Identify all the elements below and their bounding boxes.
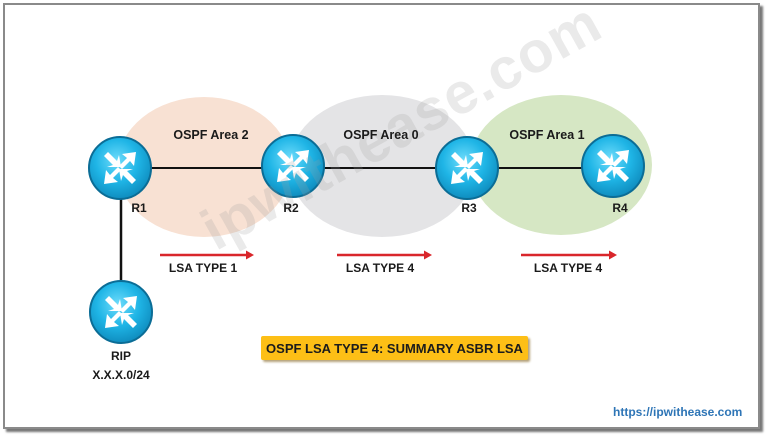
router-label-r3: R3 [461,201,477,215]
area-0-ellipse [289,95,475,237]
lsa-arrow-1-icon [160,250,254,260]
router-icon-r3 [435,136,499,200]
lsa-label-3: LSA TYPE 4 [533,261,603,275]
router-icon-r2 [261,134,325,198]
router-icon-r1 [88,136,152,200]
lsa-label-2: LSA TYPE 4 [345,261,415,275]
title-banner: OSPF LSA TYPE 4: SUMMARY ASBR LSA [261,336,528,360]
router-label-r1: R1 [131,201,147,215]
lsa-label-1: LSA TYPE 1 [168,261,238,275]
router-label-r4: R4 [612,201,628,215]
source-url-link[interactable]: https://ipwithease.com [613,405,743,419]
router-label-rip: RIP [110,349,132,363]
lsa-arrow-2-icon [337,250,432,260]
router-icon-rip [89,280,153,344]
router-label-r2: R2 [283,201,299,215]
router-icon-r4 [581,134,645,198]
area-1-ellipse [470,95,652,235]
lsa-arrow-3-icon [521,250,617,260]
area-0-label: OSPF Area 0 [343,128,419,142]
area-2-label: OSPF Area 2 [173,128,249,142]
rip-network-label: X.X.X.0/24 [92,368,150,382]
area-1-label: OSPF Area 1 [509,128,585,142]
